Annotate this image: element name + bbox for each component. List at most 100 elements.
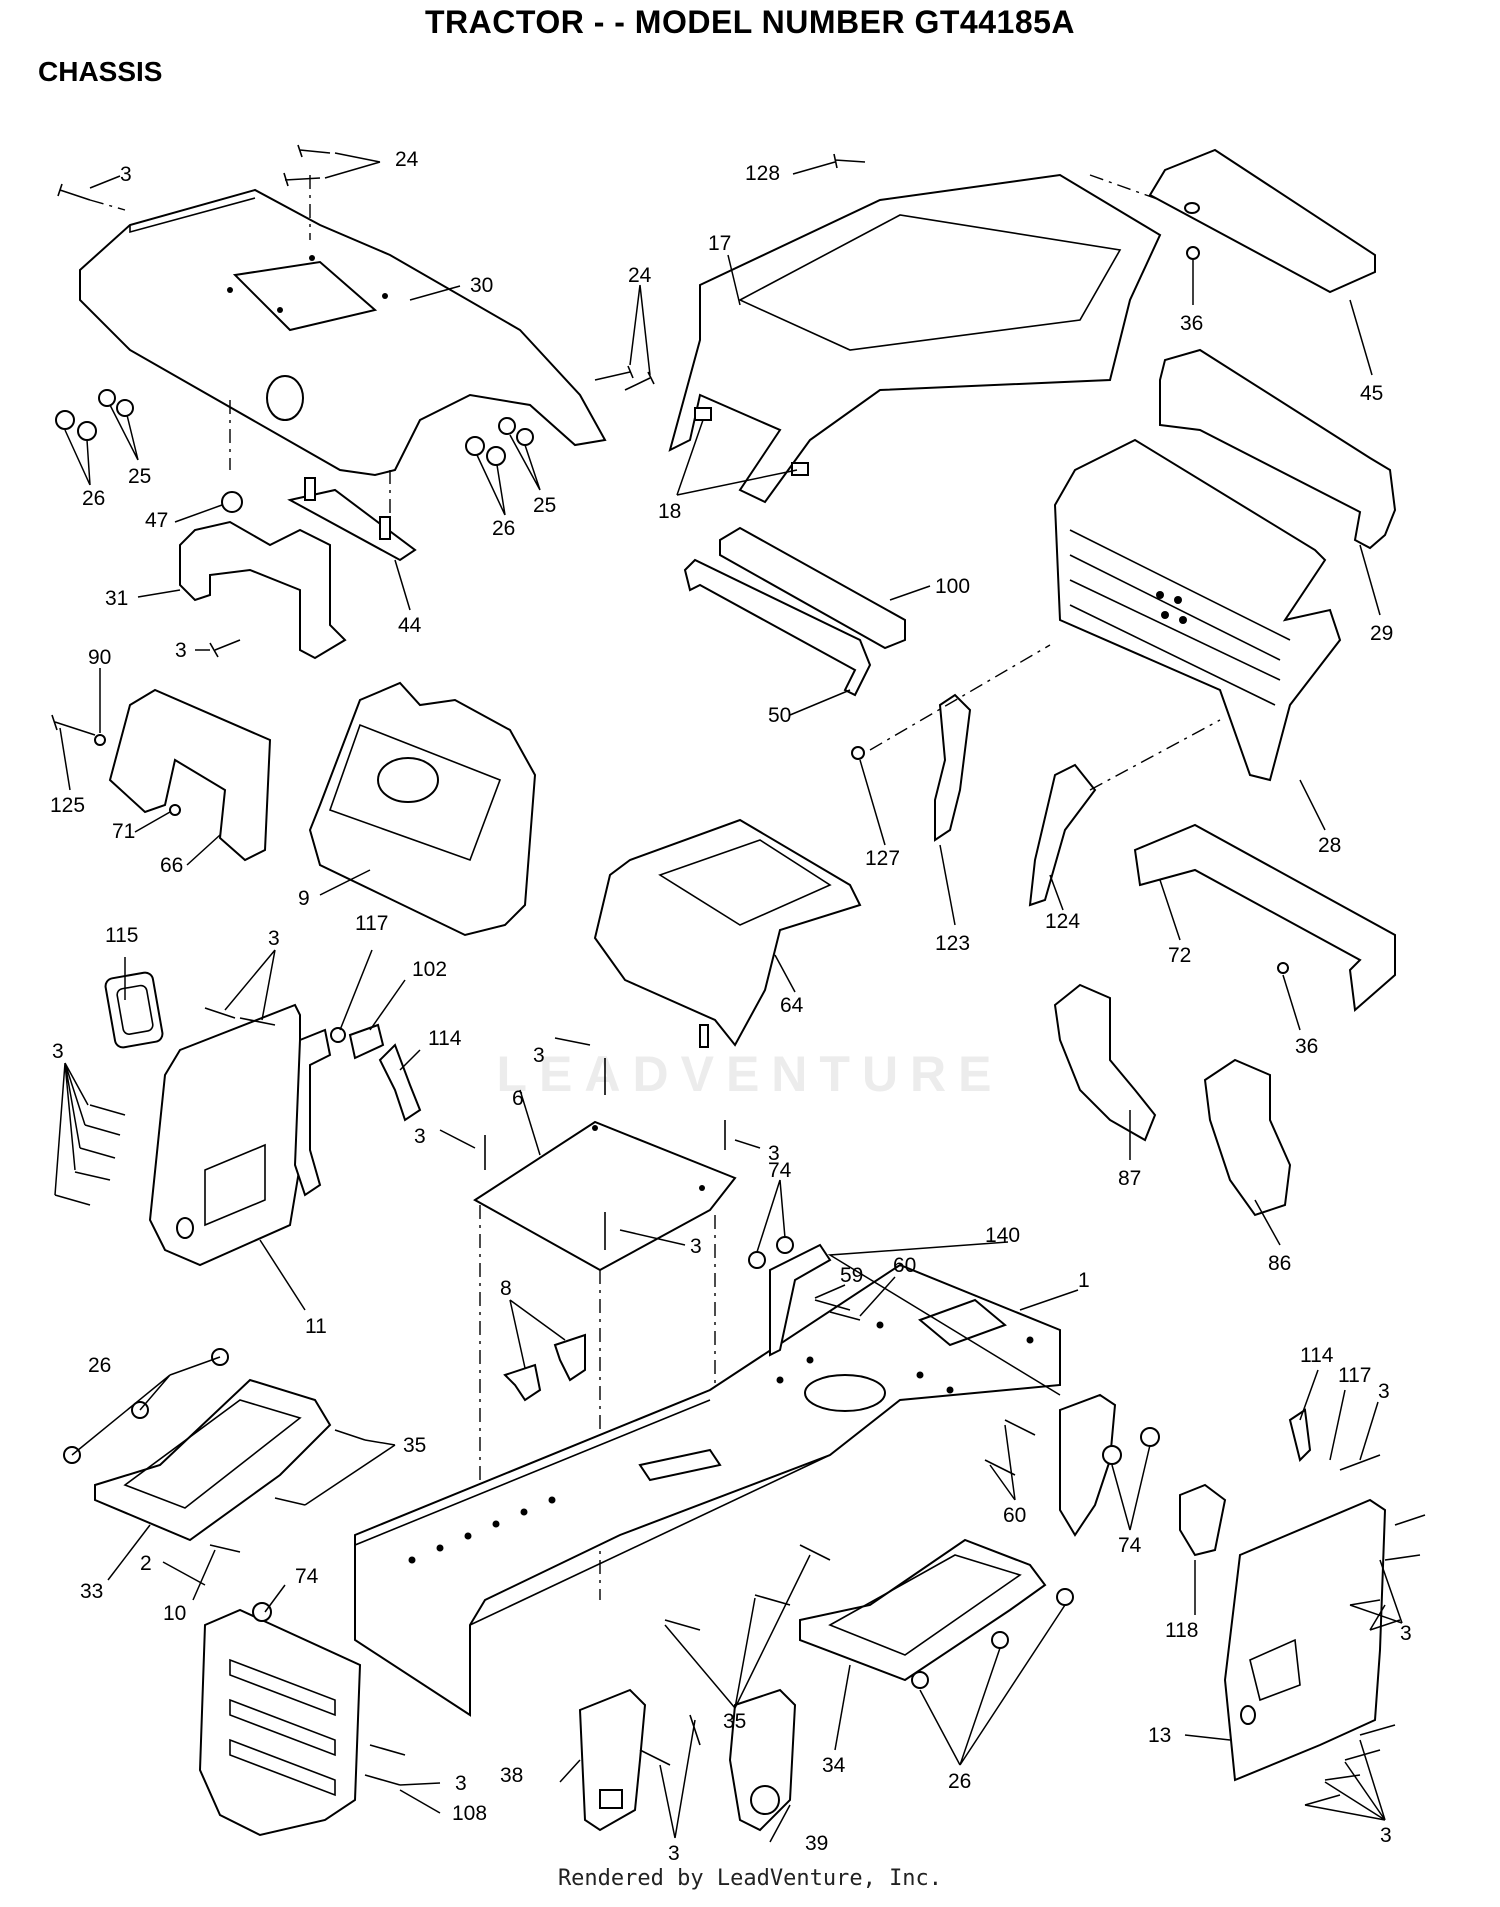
part-50-bracket (683, 558, 872, 697)
callout-26-d: 26 (948, 1770, 971, 1793)
callout-28: 28 (1318, 834, 1341, 857)
callout-3-j: 3 (1400, 1622, 1412, 1645)
bolt-group-top-left (57, 144, 331, 201)
bolts-3-right-upper (1339, 1454, 1426, 1631)
callout-2: 2 (140, 1552, 152, 1575)
callout-64: 64 (780, 994, 804, 1017)
callout-3-f: 3 (414, 1125, 426, 1148)
callout-3-m: 3 (668, 1842, 680, 1860)
bolt-128 (833, 153, 866, 169)
callout-3-h: 3 (690, 1235, 702, 1258)
callout-35-b: 35 (723, 1710, 746, 1733)
callout-117: 117 (355, 912, 388, 935)
callout-29: 29 (1370, 622, 1393, 645)
washer-90 (94, 734, 106, 746)
part-39-bracket (728, 1688, 797, 1832)
callout-44: 44 (398, 614, 422, 637)
callout-140: 140 (985, 1224, 1020, 1247)
callout-3-e: 3 (533, 1044, 545, 1067)
callout-124: 124 (1045, 910, 1080, 933)
callout-26-c: 26 (88, 1354, 111, 1377)
callout-25-a: 25 (128, 465, 151, 488)
part-29-shield (1159, 348, 1397, 550)
callout-39: 39 (805, 1832, 828, 1855)
part-45-bracket (1148, 148, 1376, 294)
part-6-plate (473, 1120, 737, 1272)
callout-117-b: 117 (1338, 1364, 1371, 1387)
callout-59: 59 (840, 1264, 863, 1287)
part-17-fender (668, 173, 1162, 504)
part-11-dash-panel (148, 1003, 332, 1267)
callout-35-a: 35 (403, 1434, 426, 1457)
part-34-footrest (799, 1538, 1047, 1682)
bolt-3-bracket (209, 639, 241, 658)
part-140b-bracket (1059, 1393, 1117, 1537)
callout-34: 34 (822, 1754, 846, 1777)
nut-74-c (1102, 1445, 1122, 1465)
callout-102: 102 (412, 958, 447, 981)
callout-50: 50 (768, 704, 791, 727)
callout-11: 11 (305, 1315, 327, 1338)
callout-72: 72 (1168, 944, 1191, 967)
section-title: CHASSIS (38, 56, 163, 87)
bolts-59-60 (814, 1299, 861, 1321)
callout-38: 38 (500, 1764, 523, 1787)
nut-36-lower (1277, 962, 1289, 974)
callout-24-a: 24 (395, 148, 419, 171)
nuts-washers-left (55, 389, 134, 441)
nut-74-front (252, 1602, 272, 1622)
bolt-125 (51, 714, 96, 736)
callout-30: 30 (470, 274, 493, 297)
bolts-3-right-lower (1304, 1724, 1396, 1806)
callout-74-a: 74 (768, 1159, 792, 1182)
callout-3-l: 3 (455, 1772, 467, 1795)
nut-26-d (1056, 1588, 1074, 1606)
nut-74-d (1140, 1427, 1160, 1447)
callout-36-a: 36 (1180, 312, 1203, 335)
part-13-dash-panel (1223, 1498, 1387, 1782)
callout-60-a: 60 (893, 1254, 916, 1277)
bolts-3-38-39 (639, 1714, 701, 1766)
part-102-clip (348, 1023, 385, 1060)
callout-66: 66 (160, 854, 183, 877)
callout-13: 13 (1148, 1724, 1171, 1747)
part-28-seat-pan (1053, 438, 1342, 782)
page-title: TRACTOR - - MODEL NUMBER GT44185A (424, 4, 1076, 40)
washer-117 (330, 1027, 346, 1043)
callout-26-b: 26 (492, 517, 515, 540)
part-66-plate (108, 688, 272, 862)
part-9-console (308, 681, 537, 937)
callout-8: 8 (500, 1277, 512, 1300)
callout-108: 108 (452, 1802, 487, 1825)
callout-60-b: 60 (1003, 1504, 1026, 1527)
callout-3-c: 3 (268, 927, 280, 950)
callout-115: 115 (105, 924, 138, 947)
part-31-bracket (179, 491, 347, 660)
nut-26-e (991, 1631, 1009, 1649)
callout-24-b: 24 (628, 264, 652, 287)
callout-labels: 3 24 30 24 25 26 25 26 47 31 44 3 128 17… (50, 148, 1412, 1860)
bolts-3-left-stack (54, 1104, 126, 1206)
callout-128: 128 (745, 162, 780, 185)
callout-3-i: 3 (1378, 1380, 1390, 1403)
callout-3-a: 3 (120, 163, 132, 186)
callout-114-b: 114 (1300, 1344, 1334, 1367)
bolts-35-10 (209, 1429, 366, 1553)
callout-118: 118 (1165, 1619, 1198, 1642)
part-124-strap (1028, 763, 1097, 907)
part-2-front-plate (198, 1608, 362, 1837)
callout-3-k: 3 (1380, 1824, 1392, 1847)
bolt-group-24-right (594, 365, 655, 391)
callout-90: 90 (88, 646, 111, 669)
callout-36-b: 36 (1295, 1035, 1318, 1058)
callout-125: 125 (50, 794, 85, 817)
callout-100: 100 (935, 575, 970, 598)
part-118-bracket (1179, 1483, 1227, 1557)
callout-26-a: 26 (82, 487, 105, 510)
callout-31: 31 (105, 587, 128, 610)
callout-127: 127 (865, 847, 900, 870)
callout-86: 86 (1268, 1252, 1291, 1275)
part-114-bracket (378, 1043, 422, 1122)
callout-25-b: 25 (533, 494, 556, 517)
callout-6: 6 (512, 1087, 524, 1110)
